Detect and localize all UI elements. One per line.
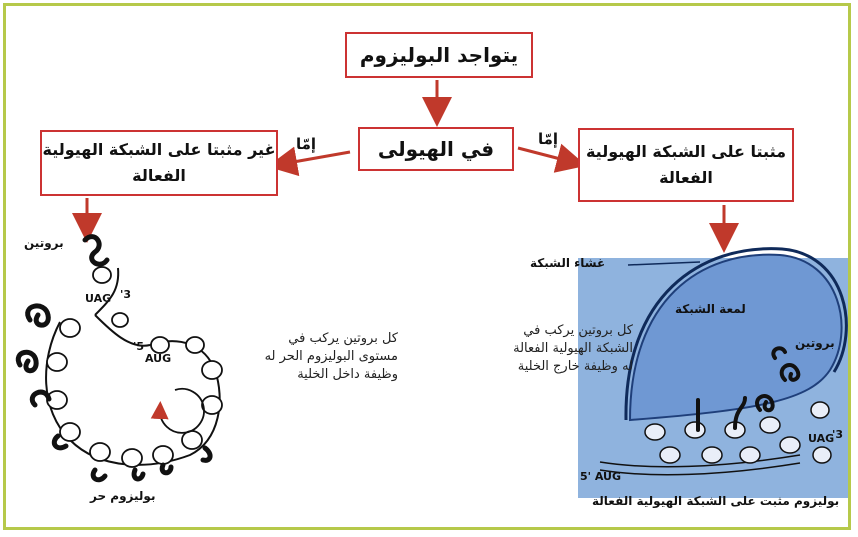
nascent-proteins-right xyxy=(696,346,801,432)
title-text: يتواجد البوليزوم xyxy=(359,43,519,67)
right-note: كل بروتين يركب في الشبكة الهيولية الفعال… xyxy=(455,322,633,376)
left-caption: بوليزوم حر xyxy=(90,489,156,503)
right-branch-box: مثبتا على الشبكة الهيولية الفعالة xyxy=(578,128,794,202)
right-branch-label: إمّا xyxy=(538,130,559,148)
ribosomes-left xyxy=(46,266,223,468)
left-branch-label: إمّا xyxy=(296,135,317,153)
right-uag-label: UAG xyxy=(808,432,835,445)
membrane-pointer xyxy=(627,261,701,266)
left-note-line-1: كل بروتين يركب في xyxy=(288,331,398,346)
right-caption: بوليزوم مثبت على الشبكة الهيولية الفعالة xyxy=(592,494,840,508)
arrow-center-left xyxy=(267,146,351,177)
left-branch-text: غير مثبتا على الشبكة الهيولية الفعالة xyxy=(42,140,276,185)
left-aug-label: AUG xyxy=(145,352,172,365)
right-branch-text: مثبتا على الشبكة الهيولية الفعالة xyxy=(585,142,787,187)
title-box: يتواجد البوليزوم xyxy=(345,32,533,78)
lumen-label: لمعة الشبكة xyxy=(675,302,746,316)
mrna-right xyxy=(599,454,801,476)
center-box: في الهيولى xyxy=(358,127,514,171)
right-note-line-2: الشبكة الهيولية الفعالة xyxy=(513,341,633,356)
right-5prime-aug-label: 5' AUG xyxy=(580,470,621,483)
right-3prime-label: 3' xyxy=(832,428,844,441)
arrow-center-right xyxy=(517,143,587,173)
left-protein-label: بروتين xyxy=(24,236,64,250)
membrane-label: غشاء الشبكة xyxy=(530,256,606,270)
center-text: في الهيولى xyxy=(377,137,495,161)
left-note: كل بروتين يركب في مستوى البوليزوم الحر ل… xyxy=(228,330,398,384)
right-note-line-1: كل بروتين يركب في xyxy=(523,323,633,338)
left-3prime-label: 3' xyxy=(120,288,132,301)
left-note-line-3: وظيفة داخل الخلية xyxy=(297,367,398,382)
left-note-line-2: مستوى البوليزوم الحر له xyxy=(264,349,398,364)
left-branch-box: غير مثبتا على الشبكة الهيولية الفعالة xyxy=(40,130,278,196)
left-5prime-label: 5' xyxy=(133,340,145,353)
left-uag-label: UAG xyxy=(85,292,112,305)
rotation-arrow xyxy=(150,387,205,434)
nascent-proteins-left xyxy=(15,234,213,483)
er-membrane-outer xyxy=(624,247,848,421)
right-note-line-3: له وظيفة خارج الخلية xyxy=(517,359,633,374)
right-protein-label: بروتين xyxy=(795,336,835,350)
